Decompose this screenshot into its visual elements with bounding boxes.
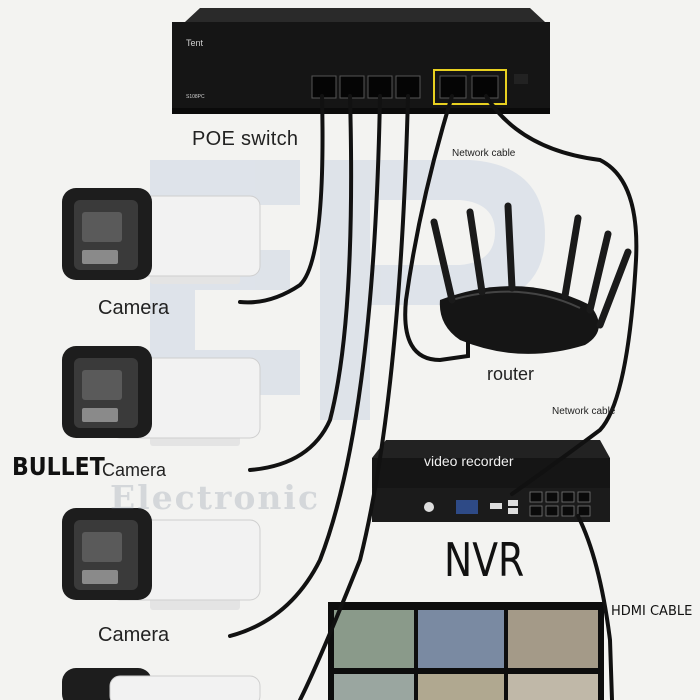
- router-shape: [430, 202, 632, 354]
- nvr-ports: [529, 491, 591, 517]
- nvr-panel-label: video recorder: [424, 453, 514, 469]
- camera-3-label: Camera: [98, 624, 170, 646]
- network-cable-label-right: Network cable: [552, 406, 616, 417]
- watermark-text: Electronic: [110, 478, 321, 517]
- camera-3-shape: [62, 508, 261, 610]
- poe-switch-label: POE switch: [192, 128, 299, 150]
- cable-hdmi: [576, 514, 614, 700]
- monitor-shape: [328, 602, 604, 700]
- camera-2-label: Camera: [102, 460, 167, 480]
- cable-nvr-lan: [484, 94, 639, 496]
- bullet-label: BULLET: [12, 452, 105, 481]
- camera-1-label: Camera: [98, 297, 170, 319]
- router-label: router: [487, 364, 535, 384]
- cable-camera-1: [238, 94, 325, 305]
- cable-camera-4: [298, 94, 410, 700]
- switch-model-label: S108PC: [186, 94, 205, 100]
- camera-2-shape: [62, 346, 261, 446]
- camera-1-shape: [62, 188, 261, 284]
- poe-switch: [172, 8, 550, 114]
- nvr-shape: [372, 440, 610, 522]
- switch-ports: [311, 69, 528, 105]
- switch-brand-label: Tent: [186, 38, 204, 48]
- cable-camera-3: [228, 94, 382, 638]
- nvr-title: NVR: [444, 533, 525, 587]
- hdmi-cable-label: HDMI CABLE: [611, 604, 693, 619]
- cable-router: [403, 94, 470, 363]
- network-cable-label-top: Network cable: [452, 148, 516, 159]
- cable-camera-2: [248, 94, 354, 472]
- cables: [228, 94, 639, 700]
- camera-4-shape: [62, 668, 261, 700]
